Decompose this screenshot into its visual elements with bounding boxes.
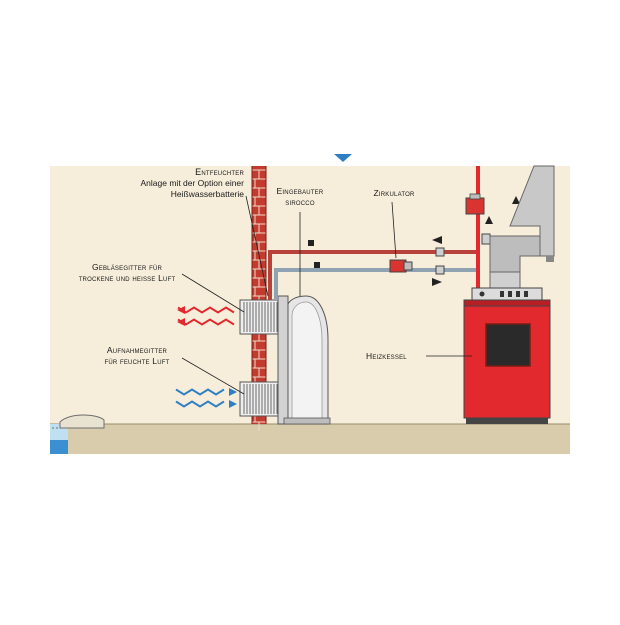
brick-wall <box>251 166 267 431</box>
pipe-marker-hot <box>308 240 314 246</box>
hot-air-wave <box>177 318 235 326</box>
hot-air-arrows <box>177 306 235 326</box>
humid-air-wave <box>175 388 225 396</box>
dehumidifier-desc-1: Anlage mit der Option einer <box>140 178 244 188</box>
valve-lower <box>435 265 445 275</box>
lower-grille <box>239 381 285 417</box>
arrow-right-icon <box>229 388 237 396</box>
supply-grille-line-2: trockene und heisse Luft <box>78 273 176 283</box>
arrow-right-icon <box>229 400 237 408</box>
dehumidifier-title: Entfeuchter <box>195 167 244 177</box>
flow-arrow-up-icon <box>485 216 493 224</box>
flow-arrow-right-icon <box>432 278 442 286</box>
hot-air-wave <box>177 306 235 314</box>
flow-arrow-up-2-icon <box>512 196 520 204</box>
boiler-top-valve <box>465 193 485 215</box>
intake-grille-label: Aufnahmegitter für feuchte Luft <box>82 345 192 367</box>
upper-grille <box>239 299 285 335</box>
sirocco-line-2: sirocco <box>285 197 315 207</box>
dehumidifier-unit <box>277 295 331 425</box>
flow-arrow-left-icon <box>432 236 442 244</box>
dehumidifier-desc-2: Heißwasserbatterie <box>170 189 244 199</box>
pool-edge <box>50 414 105 454</box>
sirocco-line-1: Eingebauter <box>276 186 324 196</box>
arrow-left-icon <box>177 306 185 314</box>
valve-upper <box>435 247 445 257</box>
circulator-label: Zirkulator <box>373 188 415 198</box>
supply-grille-line-1: Gebläsegitter für <box>91 262 163 272</box>
humid-air-arrows <box>175 388 237 408</box>
flue-pipe <box>489 165 555 293</box>
boiler-label: Heizkessel <box>366 351 407 361</box>
humid-air-wave <box>175 400 225 408</box>
intake-grille-line-1: Aufnahmegitter <box>106 345 168 355</box>
intake-grille-line-2: für feuchte Luft <box>104 356 170 366</box>
circulator-pump <box>389 259 413 273</box>
arrow-left-icon <box>177 318 185 326</box>
pipe-marker-cold <box>314 262 320 268</box>
leader-lines <box>181 195 472 395</box>
sirocco-label: Eingebauter sirocco <box>260 186 340 208</box>
supply-grille-label: Gebläsegitter für trockene und heisse Lu… <box>62 262 192 284</box>
boiler <box>463 287 551 424</box>
dehumidifier-label: Entfeuchter Anlage mit der Option einer … <box>96 167 244 200</box>
floor <box>50 424 570 454</box>
top-marker-icon <box>334 154 352 162</box>
